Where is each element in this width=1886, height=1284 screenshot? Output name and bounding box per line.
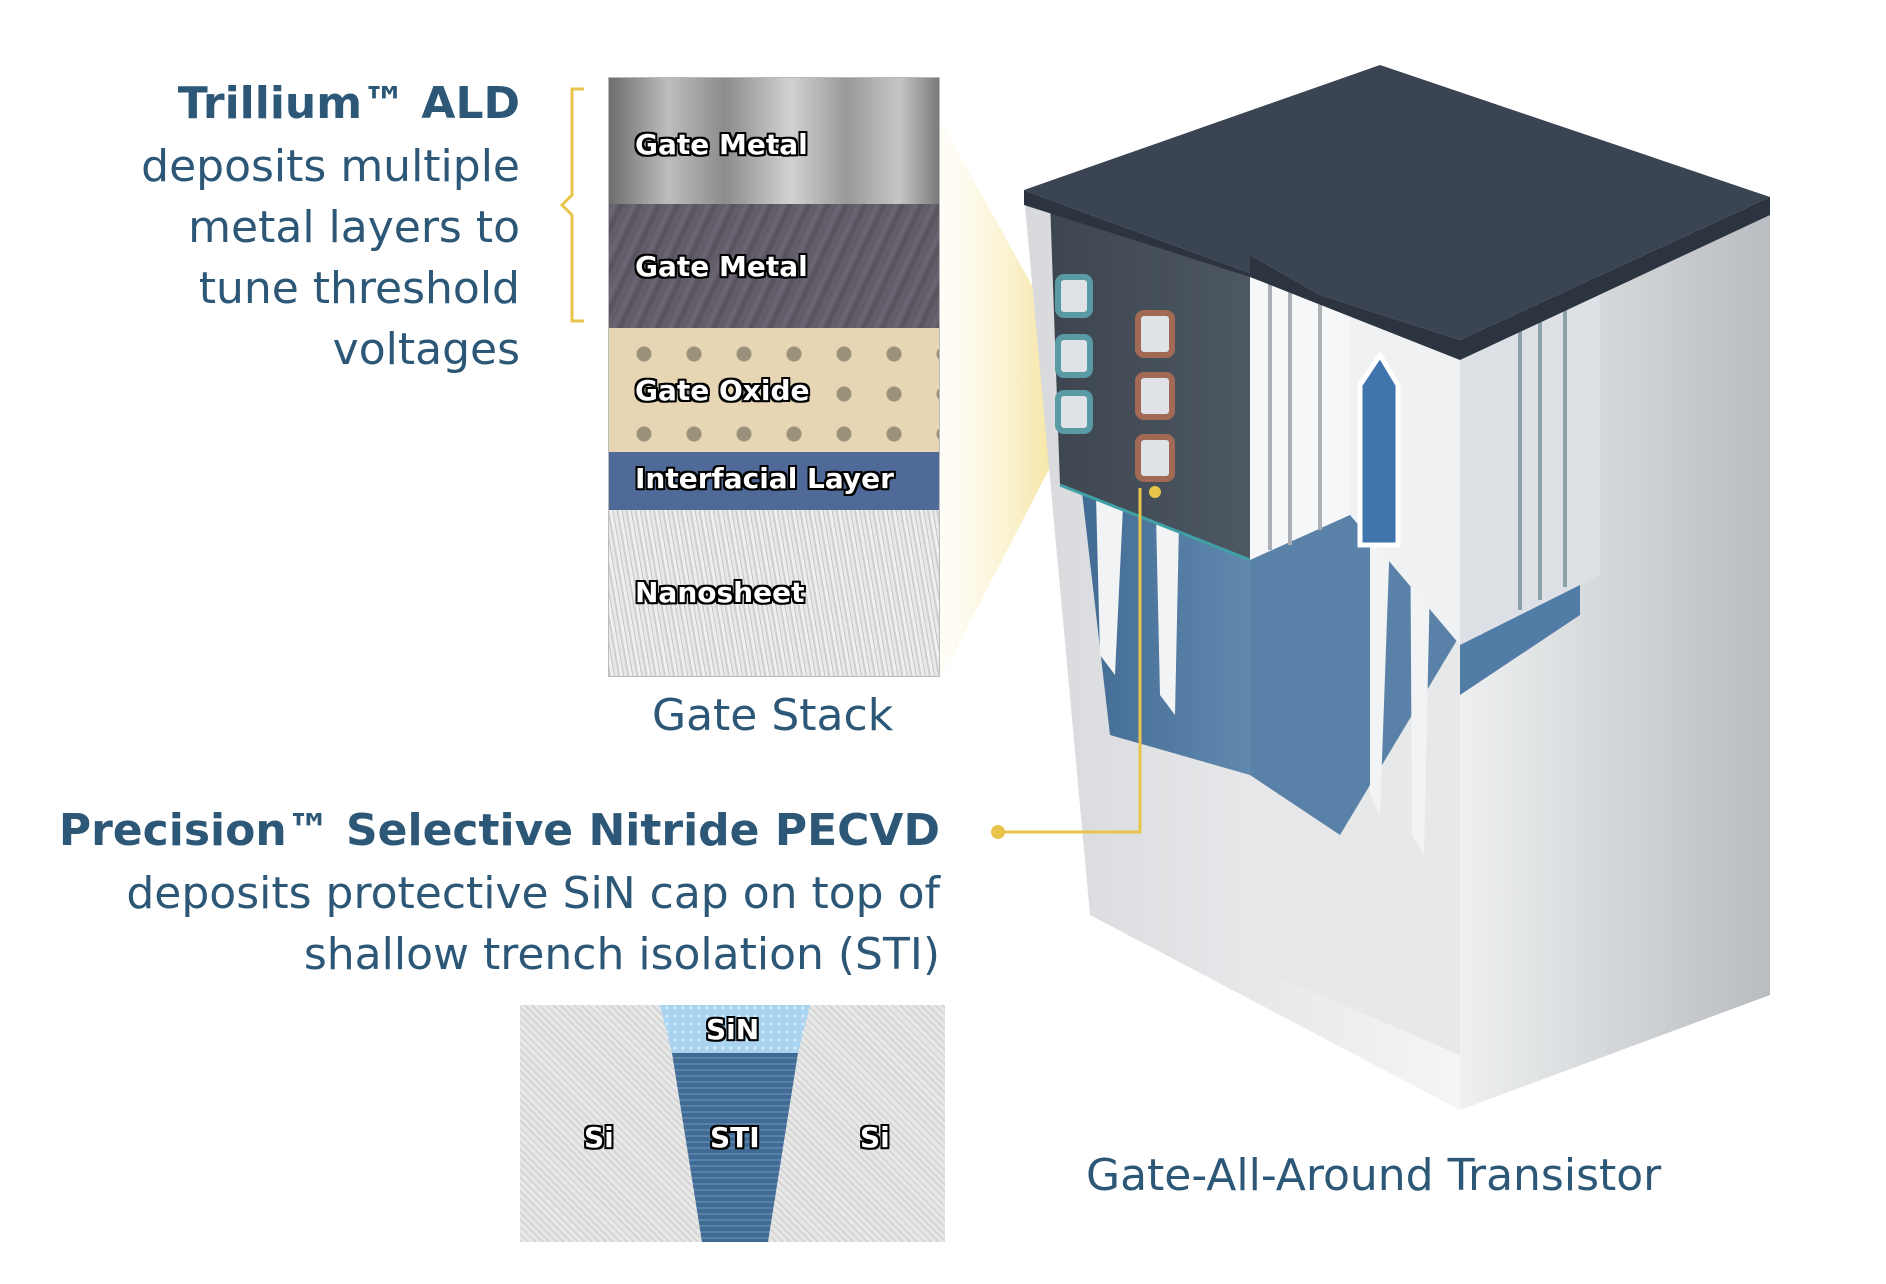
si-left-label: Si — [584, 1121, 614, 1154]
trillium-line-1: deposits multiple — [141, 141, 520, 192]
gate-stack-image: Gate Metal Gate Metal Gate Oxide Interfa… — [608, 77, 940, 677]
sin-label: SiN — [706, 1013, 760, 1046]
precision-leader-line — [991, 488, 1142, 839]
gaa-transistor-illustration — [1024, 65, 1770, 1110]
gate-oxide-label: Gate Oxide — [635, 374, 810, 407]
nanosheet-layer: Nanosheet — [609, 510, 939, 676]
precision-title: Precision™ Selective Nitride PECVD — [58, 805, 940, 856]
sti-trench-shape — [660, 1005, 810, 1242]
callout-cone — [940, 120, 1090, 680]
interfacial-layer: Interfacial Layer — [609, 452, 939, 510]
precision-description: deposits protective SiN cap on top of sh… — [126, 863, 940, 985]
sti-cross-section: SiN STI Si Si — [520, 1005, 945, 1242]
gate-stack-caption: Gate Stack — [652, 690, 894, 741]
precision-line-2: shallow trench isolation (STI) — [303, 929, 940, 980]
sti-label: STI — [710, 1121, 760, 1154]
nanosheet-label: Nanosheet — [635, 576, 805, 609]
trillium-line-2: metal layers to — [188, 202, 520, 253]
si-right-label: Si — [860, 1121, 890, 1154]
gate-metal-layer-2: Gate Metal — [609, 204, 939, 328]
precision-line-1: deposits protective SiN cap on top of — [126, 868, 940, 919]
trillium-line-4: voltages — [332, 324, 520, 375]
transistor-caption: Gate-All-Around Transistor — [1086, 1150, 1662, 1201]
gate-metal-layer-1: Gate Metal — [609, 78, 939, 204]
trillium-title: Trillium™ ALD — [177, 78, 520, 129]
interfacial-layer-label: Interfacial Layer — [635, 462, 894, 495]
gate-metal-label-1: Gate Metal — [635, 128, 808, 161]
gate-oxide-layer: Gate Oxide — [609, 328, 939, 452]
gate-metal-label-2: Gate Metal — [635, 250, 808, 283]
trillium-line-3: tune threshold — [198, 263, 520, 314]
trillium-bracket — [560, 87, 584, 323]
trillium-description: deposits multiple metal layers to tune t… — [141, 136, 520, 380]
